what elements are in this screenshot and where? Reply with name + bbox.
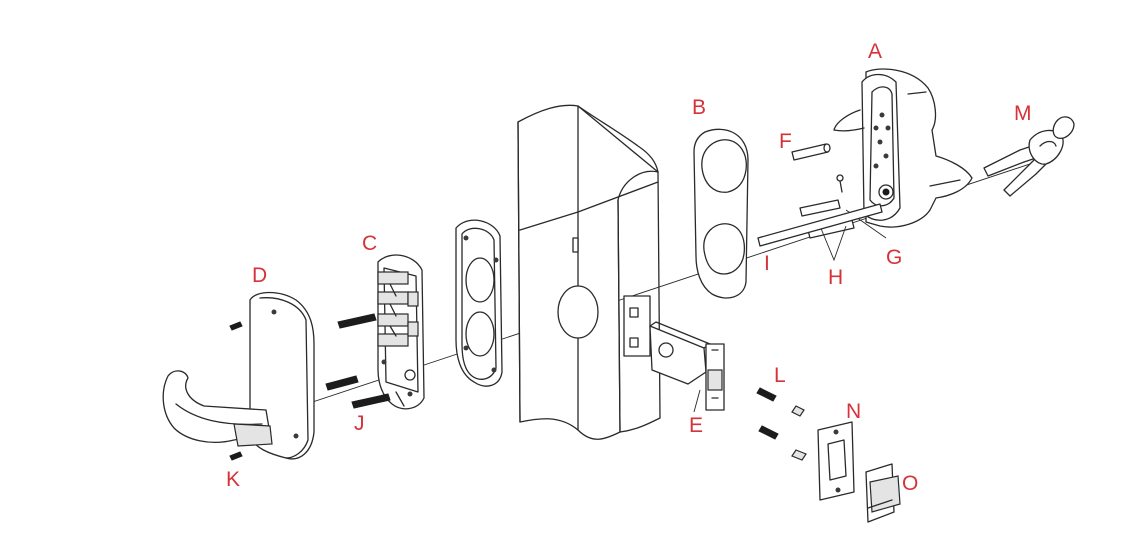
label-g: G — [886, 246, 902, 269]
label-h: H — [828, 266, 843, 289]
leader-line-e — [693, 389, 701, 413]
label-e: E — [689, 414, 703, 437]
part-i-spindle — [757, 203, 883, 247]
label-b: B — [692, 96, 706, 119]
label-n: N — [846, 400, 861, 423]
part-f-pin — [791, 143, 831, 161]
part-m-keys — [983, 116, 1075, 197]
inside-mounting-plate — [455, 219, 503, 387]
part-b-gasket — [693, 128, 749, 299]
part-j-screws — [325, 313, 391, 409]
label-d: D — [252, 264, 267, 287]
part-c-chassis — [377, 254, 425, 410]
label-f: F — [779, 130, 792, 153]
part-d-lever-handle — [162, 291, 315, 460]
label-k: K — [226, 468, 240, 491]
label-l: L — [774, 364, 786, 387]
door — [517, 104, 661, 440]
part-l-screws — [756, 387, 807, 461]
label-i: I — [764, 252, 770, 275]
label-o: O — [902, 472, 918, 495]
part-o-strike-box — [865, 463, 901, 523]
part-n-strike-plate — [817, 421, 855, 501]
label-m: M — [1014, 102, 1032, 125]
label-a: A — [868, 40, 882, 63]
part-k-screws — [229, 321, 243, 461]
part-e-latch — [649, 321, 725, 411]
label-c: C — [362, 232, 377, 255]
part-h-pins — [799, 199, 855, 262]
part-a-keypad-body — [833, 68, 973, 228]
label-j: J — [354, 412, 365, 435]
